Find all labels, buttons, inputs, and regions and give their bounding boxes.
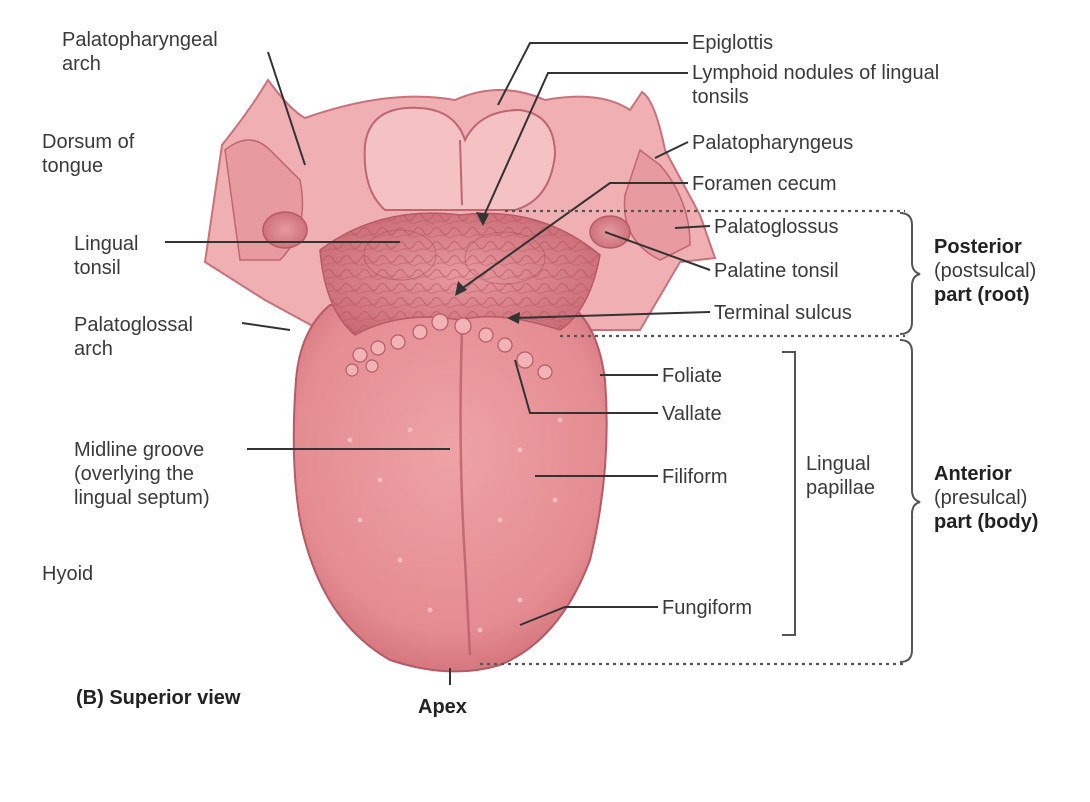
label-line: tonsil [74, 257, 121, 279]
label-lingual-papillae: Lingual papillae [806, 452, 875, 500]
label-line: (overlying the [74, 463, 195, 485]
label-apex: Apex [418, 696, 467, 718]
label-line: Midline groove [74, 439, 205, 461]
label-palatine-tonsil: Palatine tonsil [714, 260, 839, 282]
label-vallate: Vallate [662, 403, 722, 425]
label-palatopharyngeal-arch: Palatopharyngeal arch [62, 28, 218, 76]
region-subtitle: (presulcal) [934, 487, 1028, 509]
label-foramen-cecum: Foramen cecum [692, 173, 837, 195]
label-line: Lingual [806, 453, 871, 475]
label-palatoglossus: Palatoglossus [714, 216, 839, 238]
label-fungiform: Fungiform [662, 597, 753, 619]
label-anterior-part: Anterior (presulcal) part (body) [934, 462, 1038, 534]
label-line: tonsils [692, 86, 749, 108]
label-line: Palatopharyngeal [62, 29, 218, 51]
label-line: arch [62, 53, 101, 75]
label-line: papillae [806, 477, 875, 499]
region-title: Anterior [934, 463, 1012, 485]
region-part: part (root) [934, 284, 1030, 306]
label-filiform: Filiform [662, 466, 728, 488]
region-separators [480, 209, 905, 666]
label-line: arch [74, 338, 113, 360]
tongue-body [292, 212, 608, 673]
figure-caption: (B) Superior view [76, 687, 241, 709]
brackets [782, 212, 921, 663]
label-midline-groove: Midline groove (overlying the lingual se… [74, 438, 210, 510]
region-title: Posterior [934, 236, 1022, 258]
label-palatoglossal-arch: Palatoglossal arch [74, 313, 193, 361]
label-line: tongue [42, 155, 104, 177]
label-line: lingual septum) [74, 487, 210, 509]
label-lymphoid-nodules: Lymphoid nodules of lingual tonsils [692, 61, 939, 109]
label-posterior-part: Posterior (postsulcal) part (root) [934, 235, 1036, 307]
label-hyoid: Hyoid [42, 563, 94, 585]
region-part: part (body) [934, 511, 1039, 533]
label-foliate: Foliate [662, 365, 723, 387]
region-subtitle: (postsulcal) [934, 260, 1037, 282]
label-dorsum-of-tongue: Dorsum of tongue [42, 130, 134, 178]
label-line: Dorsum of [42, 131, 135, 153]
label-palatopharyngeus: Palatopharyngeus [692, 132, 854, 154]
arrowheads [455, 212, 520, 324]
label-line: Lingual [74, 233, 139, 255]
label-epiglottis: Epiglottis [692, 32, 774, 54]
label-terminal-sulcus: Terminal sulcus [714, 302, 852, 324]
label-lingual-tonsil: Lingual tonsil [74, 232, 139, 280]
label-line: Lymphoid nodules of lingual [692, 62, 940, 84]
leader-lines [165, 42, 711, 685]
label-line: Palatoglossal [74, 314, 193, 336]
